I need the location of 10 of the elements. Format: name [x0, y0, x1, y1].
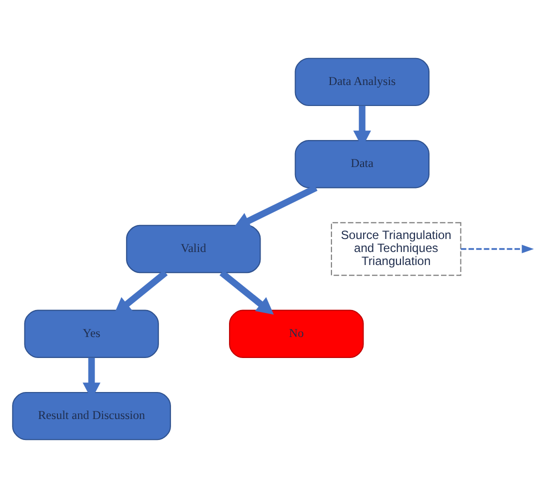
- node-box: Yes: [24, 310, 159, 358]
- node-box: Data Analysis: [294, 58, 430, 106]
- node-box: Valid: [126, 224, 261, 274]
- node-box: Result and Discussion: [12, 392, 171, 440]
- node-box: Source Triangulation and Techniques Triangulation: [330, 222, 462, 276]
- node-box: No: [229, 310, 364, 358]
- node-box: Data: [294, 140, 430, 188]
- arrow: [460, 244, 534, 254]
- arrow: [233, 184, 318, 229]
- arrow: [220, 270, 274, 315]
